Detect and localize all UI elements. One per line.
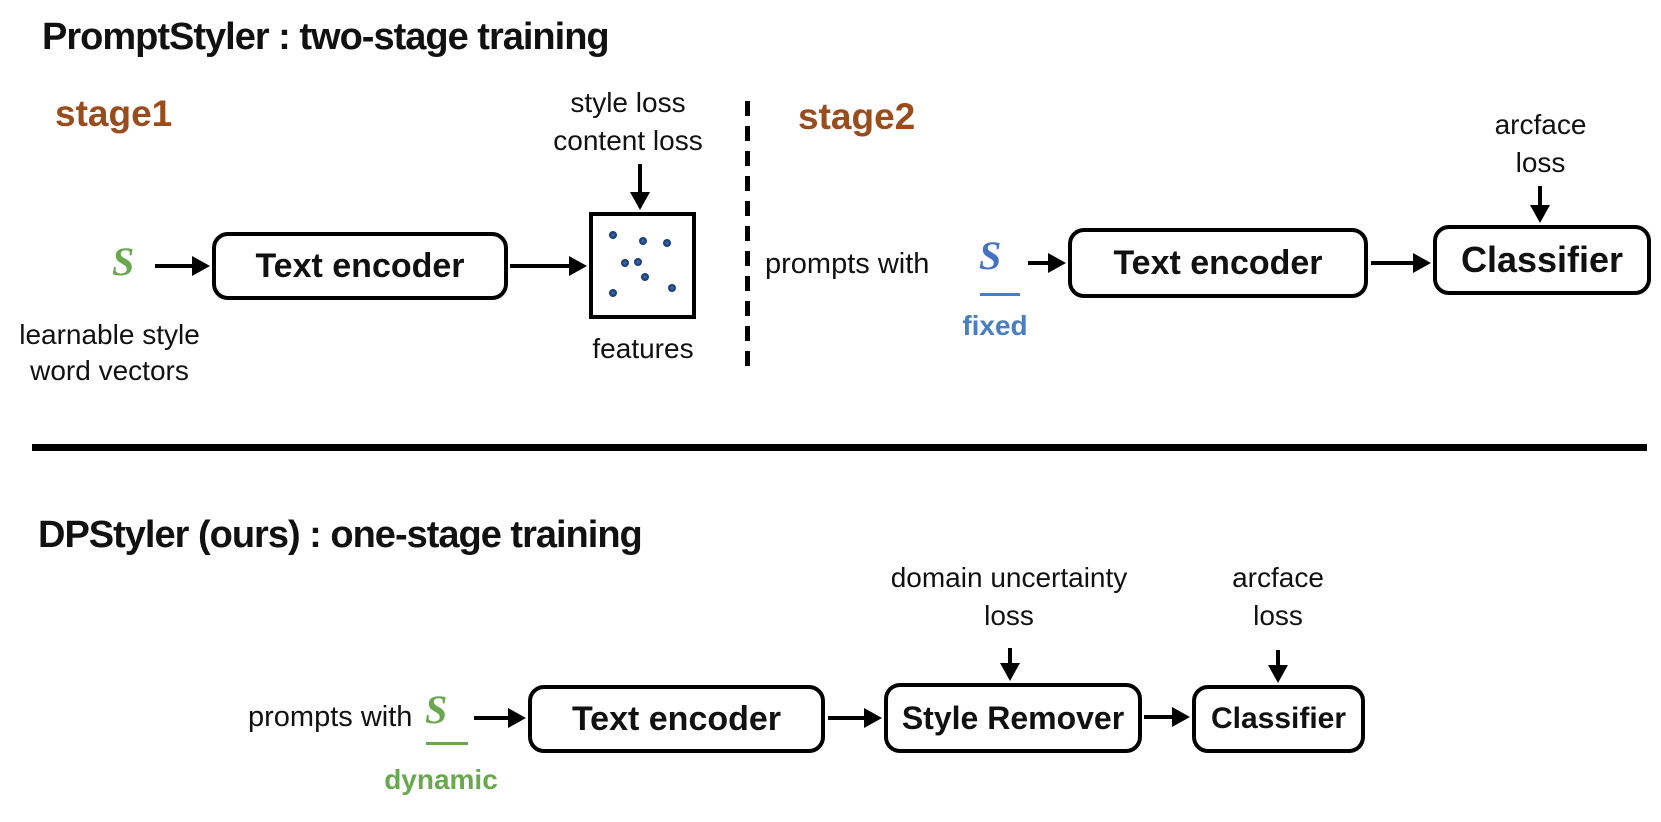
dpstyler-title: DPStyler (ours) : one-stage training <box>38 514 643 556</box>
domain-uncertainty-loss-label: domain uncertainty loss <box>877 559 1141 635</box>
bottom-style-symbol: S <box>425 687 448 732</box>
prompts-with-text-stage2: prompts with <box>765 248 930 280</box>
s-to-encoder-arrow-stage1 <box>155 264 192 268</box>
fixed-caption: fixed <box>962 310 1028 341</box>
style-remover-label: Style Remover <box>901 699 1125 736</box>
feature-dot <box>633 257 642 266</box>
prompts-with-text-bottom: prompts with <box>248 701 413 733</box>
text-encoder-box-bottom: Text encoder <box>528 685 825 753</box>
domain-uncertainty-line: domain uncertainty <box>890 562 1128 593</box>
classifier-box-bottom: Classifier <box>1192 685 1365 753</box>
feature-dot <box>608 230 617 239</box>
arcface-line-stage2: arcface <box>1494 109 1587 140</box>
promptstyler-title: PromptStyler : two-stage training <box>42 16 610 58</box>
style-remover-box: Style Remover <box>884 683 1142 753</box>
stage1-style-symbol: S <box>112 239 135 284</box>
stage2-label: stage2 <box>798 96 916 137</box>
feature-dot <box>608 289 617 298</box>
learnable-style-caption: learnable style word vectors <box>2 317 217 389</box>
arcface-to-classifier-arrow-stage2 <box>1538 186 1542 205</box>
encoder-to-classifier-arrow-stage2 <box>1371 261 1413 265</box>
content-loss-line: content loss <box>553 125 703 156</box>
classifier-label-bottom: Classifier <box>1210 702 1347 735</box>
arcface-loss-label-bottom: arcface loss <box>1198 559 1358 635</box>
feature-dot <box>620 258 629 267</box>
bottom-symbol-underline <box>426 742 468 745</box>
classifier-label-stage2: Classifier <box>1460 239 1624 280</box>
text-encoder-label-bottom: Text encoder <box>571 699 782 738</box>
feature-dot <box>638 236 647 245</box>
loss-to-features-arrow <box>638 164 642 192</box>
prompts-to-encoder-arrow-bottom <box>474 716 508 720</box>
text-encoder-label-stage2: Text encoder <box>1113 243 1323 282</box>
text-encoder-box-stage2: Text encoder <box>1068 228 1368 298</box>
stage2-style-symbol: S <box>979 233 1002 278</box>
stage-divider-dashed-line <box>745 101 750 373</box>
dynamic-caption: dynamic <box>384 764 498 795</box>
learnable-style-line1: learnable style <box>19 319 200 350</box>
loss-line-bottom: loss <box>1253 600 1303 631</box>
uncertainty-to-remover-arrow <box>1008 648 1012 663</box>
loss-line-stage2: loss <box>1515 147 1566 178</box>
text-encoder-label-stage1: Text encoder <box>255 246 465 285</box>
learnable-style-line2: word vectors <box>30 355 189 386</box>
classifier-box-stage2: Classifier <box>1433 225 1651 295</box>
style-loss-line: style loss <box>570 87 686 118</box>
encoder-to-remover-arrow <box>828 716 864 720</box>
prompts-to-encoder-arrow-stage2 <box>1028 261 1048 265</box>
features-label: features <box>592 333 694 364</box>
style-content-loss-label: style loss content loss <box>520 84 736 160</box>
arcface-to-classifier-arrow-bottom <box>1276 650 1280 665</box>
remover-to-classifier-arrow <box>1144 715 1172 719</box>
domain-loss-line: loss <box>984 600 1034 631</box>
encoder-to-features-arrow <box>510 264 569 268</box>
features-scatter <box>589 212 696 319</box>
stage1-label: stage1 <box>55 93 173 134</box>
stage2-symbol-underline <box>980 293 1020 296</box>
feature-dot <box>641 273 650 282</box>
arcface-loss-label-stage2: arcface loss <box>1458 106 1623 182</box>
feature-dot <box>663 238 672 247</box>
text-encoder-box-stage1: Text encoder <box>212 232 508 300</box>
section-divider-line <box>32 444 1647 451</box>
arcface-line-bottom: arcface <box>1232 562 1324 593</box>
feature-dot <box>668 284 677 293</box>
